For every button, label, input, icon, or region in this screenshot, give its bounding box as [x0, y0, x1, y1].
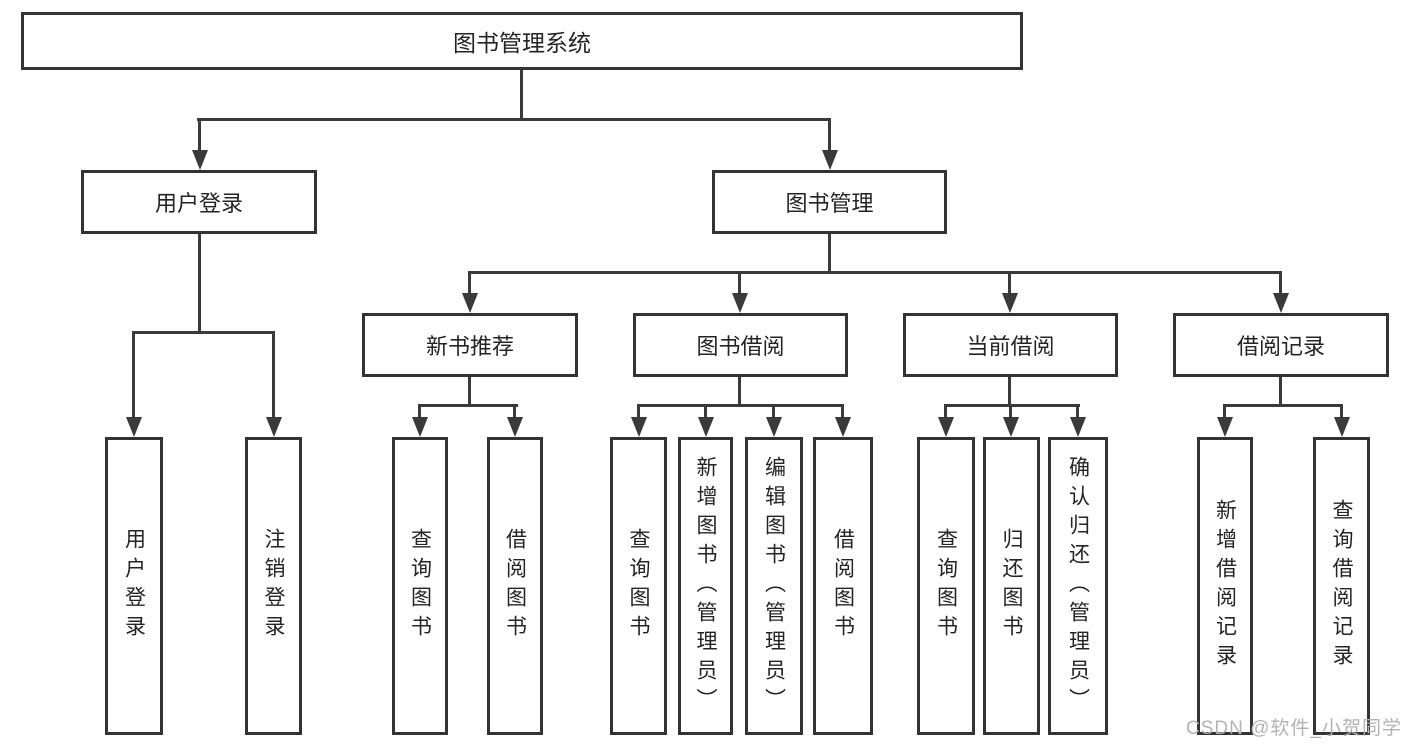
arrowhead-down-icon	[132, 331, 135, 417]
node-label: 查询图书	[408, 528, 432, 644]
connector-root-rail	[197, 118, 831, 121]
node-label: 用户登录	[122, 528, 146, 644]
node-label: 归还图书	[1000, 528, 1023, 644]
leaf-user-login: 用户登录	[105, 437, 163, 735]
arrowhead-down-icon	[1076, 404, 1079, 417]
node-label: 查询借阅记录	[1330, 499, 1353, 673]
node-root: 图书管理系统	[21, 12, 1023, 70]
leaf-query-book-current: 查询图书	[917, 437, 975, 735]
arrowhead-down-icon	[1009, 404, 1012, 417]
arrowhead-down-icon	[1340, 404, 1343, 417]
node-label: 确认归还（管理员）	[1066, 455, 1090, 717]
connector-borrow-records-rail	[1223, 404, 1343, 407]
connector-root-stem	[520, 70, 523, 120]
leaf-query-book-rec: 查询图书	[392, 437, 448, 735]
arrowhead-down-icon	[272, 331, 275, 417]
arrowhead-down-icon	[468, 271, 471, 293]
connector-user-login-stem	[198, 234, 201, 334]
leaf-query-borrow-record: 查询借阅记录	[1313, 437, 1370, 735]
leaf-return-book: 归还图书	[983, 437, 1040, 735]
arrowhead-down-icon	[1008, 271, 1011, 293]
arrowhead-down-icon	[841, 404, 844, 417]
connector-new-book-rec-rail	[418, 404, 518, 407]
connector-book-borrow-rail	[637, 404, 844, 407]
arrowhead-down-icon	[198, 118, 201, 150]
connector-borrow-records-stem	[1279, 377, 1282, 407]
node-label: 借阅图书	[831, 528, 855, 644]
leaf-logout: 注销登录	[245, 437, 302, 735]
arrowhead-down-icon	[1279, 271, 1282, 293]
node-current-borrow: 当前借阅	[903, 313, 1118, 377]
arrowhead-down-icon	[738, 271, 741, 293]
node-user-login: 用户登录	[81, 170, 317, 234]
leaf-confirm-return-admin: 确认归还（管理员）	[1048, 437, 1108, 735]
leaf-borrow-book-borrow: 借阅图书	[813, 437, 873, 735]
node-label: 图书管理系统	[453, 30, 591, 56]
node-label: 查询图书	[934, 528, 958, 644]
leaf-add-borrow-record: 新增借阅记录	[1197, 437, 1253, 735]
node-label: 图书管理	[785, 191, 874, 216]
node-label: 借阅图书	[503, 528, 527, 644]
connector-user-login-rail	[132, 331, 275, 334]
leaf-borrow-book-rec: 借阅图书	[487, 437, 543, 735]
node-label: 借阅记录	[1236, 334, 1325, 359]
node-label: 图书借阅	[696, 334, 785, 359]
watermark-text: CSDN @软件_小贺同学	[1186, 718, 1402, 739]
leaf-add-book-admin: 新增图书（管理员）	[678, 437, 733, 735]
arrowhead-down-icon	[704, 404, 707, 417]
arrowhead-down-icon	[637, 404, 640, 417]
connector-current-borrow-rail	[944, 404, 1080, 407]
arrowhead-down-icon	[828, 118, 831, 150]
leaf-query-book-borrow: 查询图书	[610, 437, 667, 735]
arrowhead-down-icon	[1223, 404, 1226, 417]
node-label: 查询图书	[627, 528, 650, 644]
node-book-borrow: 图书借阅	[633, 313, 848, 377]
arrowhead-down-icon	[772, 404, 775, 417]
node-label: 编辑图书（管理员）	[762, 455, 786, 717]
node-borrow-records: 借阅记录	[1173, 313, 1389, 377]
connector-new-book-rec-stem	[468, 377, 471, 407]
node-label: 当前借阅	[966, 334, 1055, 359]
node-label: 注销登录	[262, 528, 285, 644]
connector-book-mgmt-rail	[468, 271, 1282, 274]
arrowhead-down-icon	[513, 404, 516, 417]
connector-book-mgmt-stem	[828, 234, 831, 274]
arrowhead-down-icon	[944, 404, 947, 417]
connector-book-borrow-stem	[738, 377, 741, 407]
node-label: 用户登录	[154, 191, 243, 216]
node-label: 新增图书（管理员）	[694, 455, 717, 717]
node-label: 新书推荐	[425, 334, 514, 359]
node-book-mgmt: 图书管理	[712, 170, 947, 234]
node-new-book-rec: 新书推荐	[362, 313, 578, 377]
connector-current-borrow-stem	[1008, 377, 1011, 407]
arrowhead-down-icon	[418, 404, 421, 417]
leaf-edit-book-admin: 编辑图书（管理员）	[745, 437, 803, 735]
node-label: 新增借阅记录	[1213, 499, 1237, 673]
